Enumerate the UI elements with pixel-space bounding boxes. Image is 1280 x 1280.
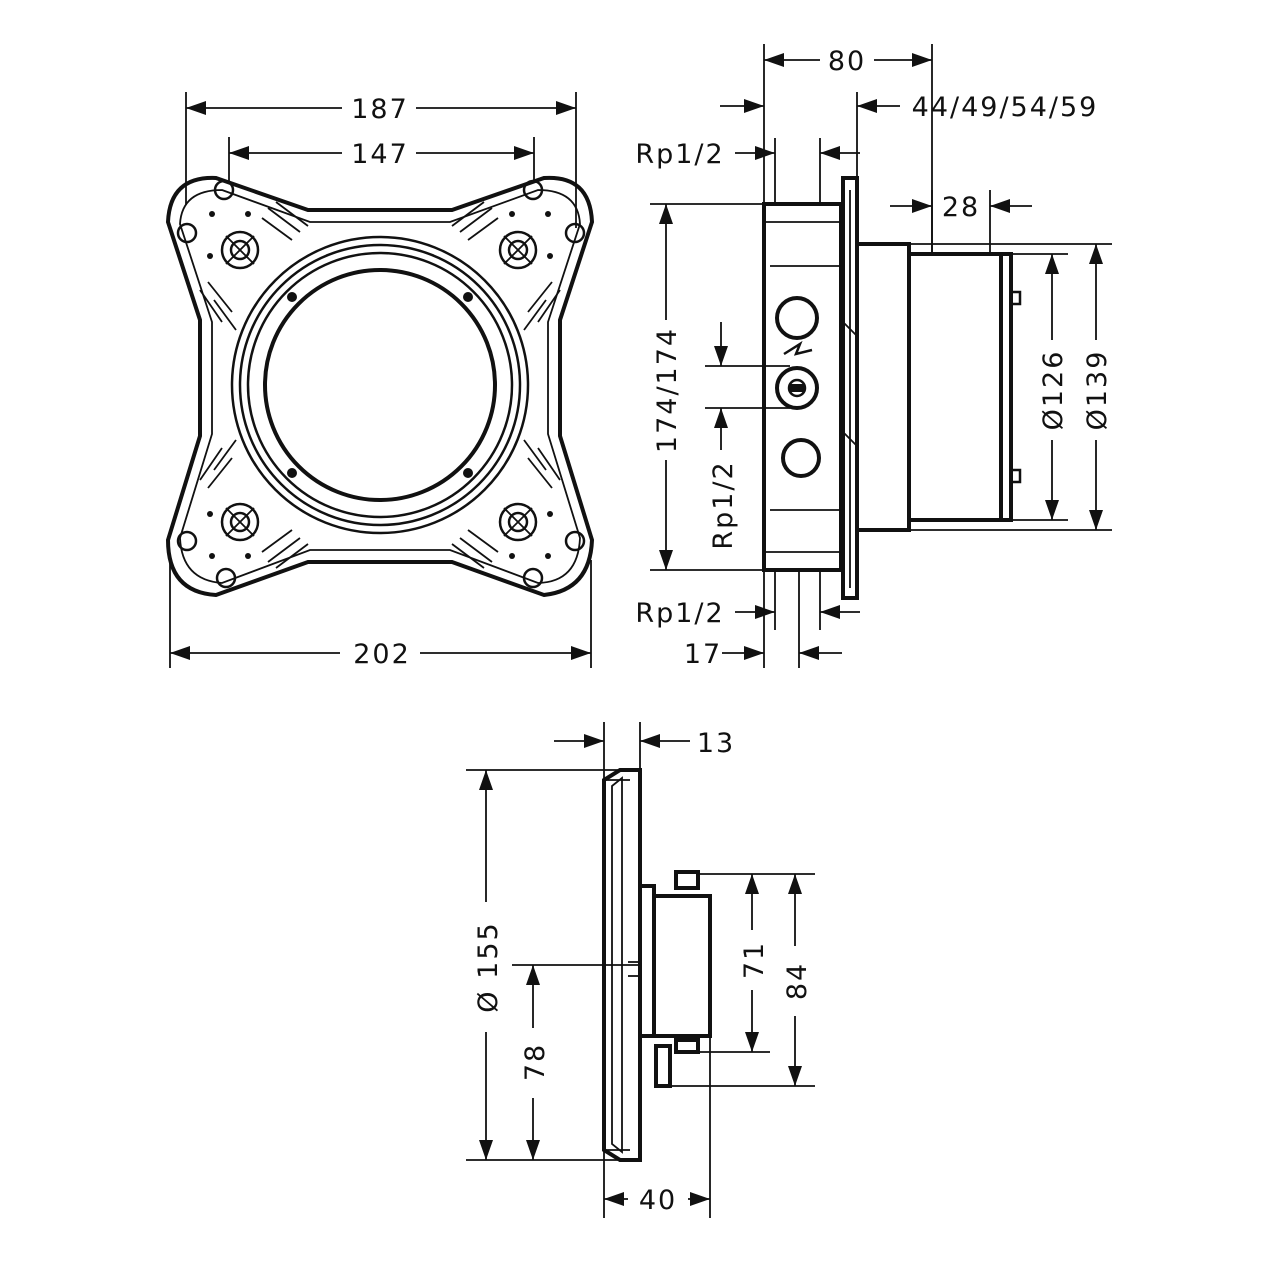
flow-arrow-icon: [783, 340, 813, 356]
knob-base: [638, 884, 656, 1038]
cylinder-neck: [855, 242, 911, 532]
dim-17-label: 17: [684, 639, 722, 670]
cap-tab: [1009, 468, 1022, 484]
ring-dot: [463, 468, 473, 478]
corner-hole: [522, 567, 544, 589]
dimension-78: [512, 964, 640, 1160]
rp-vertical-label: Rp1/2: [708, 460, 739, 549]
screw-fixture: [498, 502, 538, 542]
dim-78-label: 78: [520, 1043, 551, 1081]
dimension-rp-top: [735, 138, 860, 204]
dimension-17: [722, 570, 842, 668]
ring-2: [238, 243, 522, 527]
dimension-174: [650, 203, 764, 571]
cylinder-cap: [999, 252, 1013, 522]
dim-28-label: 28: [942, 192, 980, 223]
corner-hole: [213, 179, 235, 201]
knob-tab-top: [674, 870, 700, 890]
dimension-dia-155: [466, 769, 620, 1161]
dimension-84: [670, 874, 815, 1087]
corner-hole: [176, 222, 198, 244]
plate-inner-outline: [179, 189, 581, 584]
dim-147-label: 147: [351, 139, 409, 170]
dim-187-label: 187: [351, 94, 409, 125]
screw-fixture: [498, 230, 538, 270]
front-view-mounting-plate: 187 147 202: [165, 92, 595, 670]
dimension-202: [169, 560, 592, 668]
port-bottom: [781, 438, 821, 478]
dia-126-label: Ø126: [1038, 350, 1069, 431]
cylinder-body: [907, 252, 1003, 522]
inner-opening: [263, 268, 497, 502]
port-middle: [775, 366, 819, 410]
slot-pattern: [199, 201, 561, 569]
dim-174-label: 174/174: [652, 327, 683, 453]
ring-dot: [463, 292, 473, 302]
dimension-44-59: [720, 92, 900, 178]
dia-139-label: Ø139: [1082, 350, 1113, 431]
cap-tab: [1009, 290, 1022, 306]
knob-body: [652, 894, 712, 1038]
corner-hole: [215, 567, 237, 589]
dimension-187: [185, 92, 577, 228]
knob-stem: [654, 1044, 672, 1088]
outer-ring: [230, 235, 530, 535]
dimension-dia-139: [909, 243, 1112, 531]
dimension-rp-vertical: [705, 322, 790, 450]
dim-71-label: 71: [739, 941, 770, 979]
dimension-147: [228, 137, 535, 182]
corner-hole: [522, 179, 544, 201]
rp-bottom-label: Rp1/2: [635, 598, 724, 629]
corner-hole: [564, 222, 586, 244]
ring-dot: [287, 292, 297, 302]
ring-3: [246, 251, 514, 519]
screw-fixture: [220, 230, 260, 270]
plate-outline: [165, 175, 595, 598]
knob-tab-bottom: [674, 1038, 700, 1054]
dimension-13: [554, 722, 690, 780]
dim-80-label: 80: [828, 46, 866, 77]
dim-202-label: 202: [353, 639, 411, 670]
corner-hole: [176, 530, 198, 552]
rp-top-label: Rp1/2: [635, 139, 724, 170]
dimension-rp-bottom: [735, 570, 860, 630]
port-top: [775, 296, 819, 340]
corner-hole: [564, 530, 586, 552]
side-view-body: 80 44/49/54/59 Rp1/2: [635, 44, 1113, 670]
dimension-dia-126: [1011, 253, 1068, 521]
small-hole-dots: [207, 211, 553, 559]
dim-13-label: 13: [697, 728, 735, 759]
dia-155-label: Ø 155: [473, 921, 504, 1012]
dim-44-59-label: 44/49/54/59: [912, 92, 1099, 123]
dim-40-label: 40: [639, 1185, 677, 1216]
screw-fixture: [220, 502, 260, 542]
dimension-40: [603, 1036, 711, 1218]
ring-dot: [287, 468, 297, 478]
dim-84-label: 84: [782, 962, 813, 1000]
trim-view: 13 Ø 155 78 71: [466, 722, 815, 1218]
